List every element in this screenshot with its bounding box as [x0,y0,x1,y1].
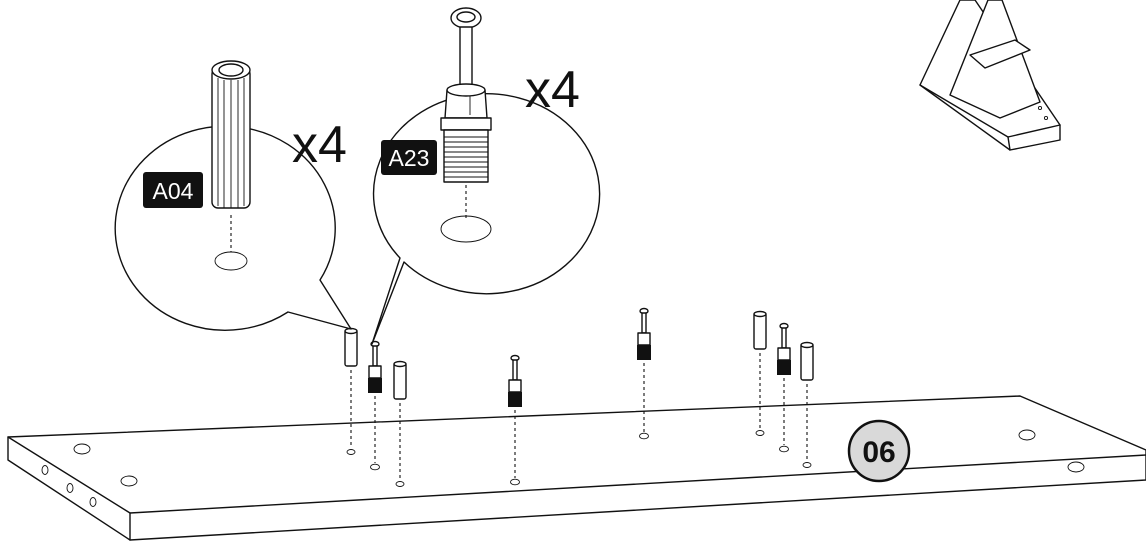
assembled-unit-preview [919,0,1061,151]
cam-bolt-a23-3 [637,307,651,432]
dowel-a04-enlarged-icon [211,60,251,209]
step-number: 06 [862,436,895,469]
quantity-a04: x4 [292,116,347,174]
cam-bolt-a23-1 [368,340,382,463]
dowel-a04-1 [344,327,358,448]
cam-bolt-a23-enlarged-icon [440,7,492,183]
part-code-label-a04 [143,172,203,208]
cam-bolt-a23-2 [508,354,522,478]
part-code-label-a23 [381,140,437,175]
panel-board [7,395,1146,541]
quantity-a23: x4 [525,61,580,119]
dowel-a04-3 [753,310,767,429]
step-number-badge: 06 [847,419,911,483]
cam-bolt-a23-4 [777,322,791,445]
dowel-a04-4 [800,341,814,461]
dowel-a04-2 [393,360,407,480]
part-code-a04: A04 [153,178,194,204]
callout-a04: A04 x4 [114,60,352,331]
part-code-a23: A23 [389,145,430,171]
callout-a23: A23 x4 [371,7,601,345]
